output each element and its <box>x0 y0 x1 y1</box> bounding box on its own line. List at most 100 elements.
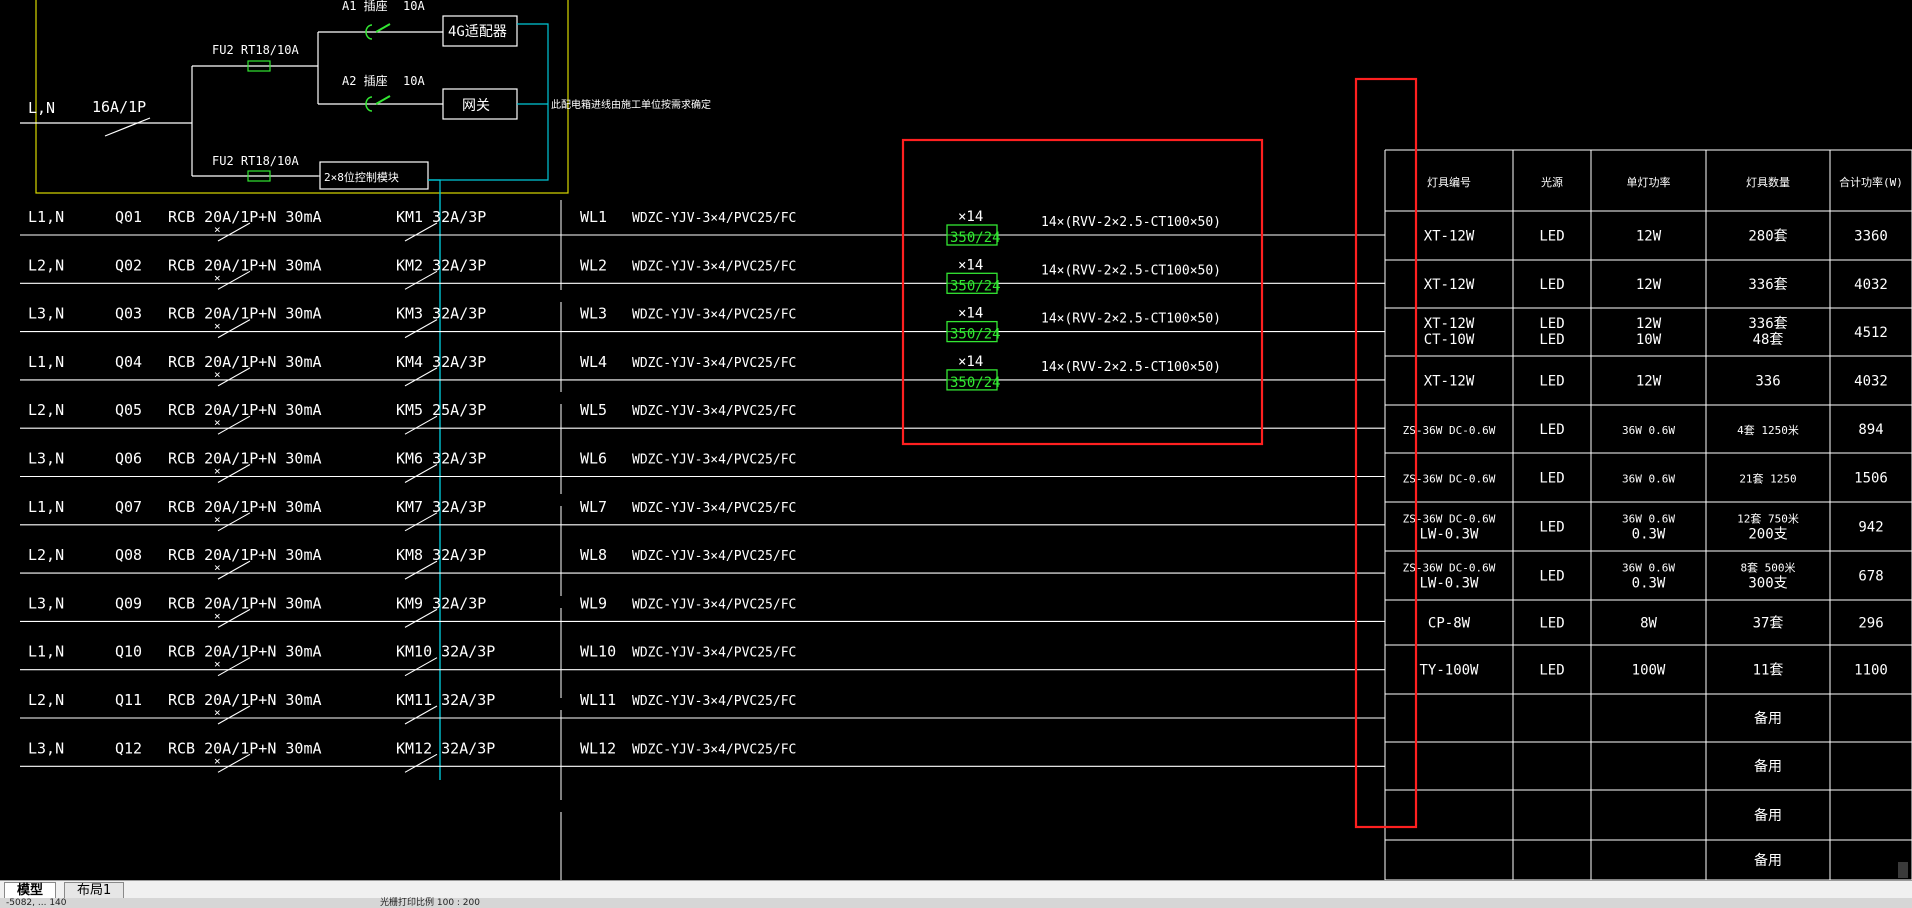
breaker-mark: × <box>214 271 221 284</box>
circuit-contactor: KM4 32A/3P <box>396 353 486 371</box>
table-cell: LED <box>1539 332 1564 348</box>
circuit-phase: L1,N <box>28 643 64 661</box>
circuit-contactor: KM7 32A/3P <box>396 498 486 516</box>
circuit-contactor: KM6 32A/3P <box>396 450 486 468</box>
table-header-cell: 灯具数量 <box>1746 176 1790 189</box>
tab-layout1[interactable]: 布局1 <box>64 882 125 900</box>
table-row: 备用 <box>1754 807 1782 824</box>
breaker-mark: × <box>214 609 221 622</box>
socket-a1-amp: 10A <box>403 0 425 13</box>
circuit-phase: L3,N <box>28 739 64 757</box>
status-coordinates: -5082, ... 140 <box>6 898 67 908</box>
table-cell: CT-10W <box>1424 332 1475 348</box>
table-cell: XT-12W <box>1424 374 1475 390</box>
circuit-phase: L1,N <box>28 498 64 516</box>
socket-a1-label: A1 插座 <box>342 0 388 13</box>
circuit-breaker: RCB 20A/1P+N 30mA <box>168 208 322 226</box>
circuit-contactor: KM11 32A/3P <box>396 691 495 709</box>
converter-multiplier: ×14 <box>958 306 983 322</box>
table-cell: 1506 <box>1854 471 1888 487</box>
table-cell: LED <box>1539 616 1564 632</box>
converter-wire: 14×(RVV-2×2.5-CT100×50) <box>1041 263 1221 278</box>
table-cell: 100W <box>1632 663 1666 679</box>
converter-label: 350/24 <box>950 230 1001 246</box>
cad-drawing-canvas[interactable]: L,N 16A/1P FU2 RT18/10A FU2 RT18/10A A1 … <box>0 0 1912 880</box>
box-gateway: 网关 <box>462 98 490 114</box>
table-cell: XT-12W <box>1424 229 1475 245</box>
sub-panel-note: 此配电箱进线由施工单位按需求确定 <box>551 98 711 111</box>
circuit-breaker: RCB 20A/1P+N 30mA <box>168 691 322 709</box>
breaker-symbol <box>217 608 251 628</box>
fuse-label-1: FU2 RT18/10A <box>212 43 299 57</box>
contactor-symbol <box>404 222 438 242</box>
circuit-cable: WDZC-YJV-3×4/PVC25/FC <box>632 549 796 564</box>
table-cell: LED <box>1539 277 1564 293</box>
contactor-symbol <box>404 608 438 628</box>
circuit-id: Q11 <box>115 691 142 709</box>
layout-tab-bar: 模型 布局1 <box>0 880 1912 900</box>
table-cell: 336套 <box>1748 316 1787 332</box>
circuit-cable: WDZC-YJV-3×4/PVC25/FC <box>632 404 796 419</box>
circuit-cable: WDZC-YJV-3×4/PVC25/FC <box>632 742 796 757</box>
table-cell: ZS-36W DC-0.6W <box>1403 473 1496 486</box>
circuit-cable: WDZC-YJV-3×4/PVC25/FC <box>632 453 796 468</box>
circuit-id: Q04 <box>115 353 142 371</box>
circuit-phase: L1,N <box>28 353 64 371</box>
table-row: 备用 <box>1754 710 1782 727</box>
circuit-contactor: KM8 32A/3P <box>396 546 486 564</box>
circuit-contactor: KM3 32A/3P <box>396 305 486 323</box>
table-cell: 4032 <box>1854 374 1888 390</box>
circuit-id: Q09 <box>115 594 142 612</box>
table-cell: 备用 <box>1754 710 1782 727</box>
contactor-symbol <box>404 560 438 580</box>
circuit-wl: WL1 <box>580 208 607 226</box>
table-cell: LED <box>1539 569 1564 585</box>
breaker-symbol <box>217 222 251 242</box>
status-bar: -5082, ... 140 光栅打印比例 100 : 200 <box>0 898 1912 908</box>
status-plot-scale: 光栅打印比例 100 : 200 <box>380 898 480 908</box>
table-cell: 336 <box>1755 374 1780 390</box>
circuit-wl: WL4 <box>580 353 607 371</box>
circuit-contactor: KM2 32A/3P <box>396 256 486 274</box>
table-cell: 12W <box>1636 374 1662 390</box>
table-cell: XT-12W <box>1424 277 1475 293</box>
box-4g-adapter: 4G适配器 <box>448 24 507 40</box>
table-cell: 12W <box>1636 316 1662 332</box>
vertical-scrollbar[interactable] <box>1898 862 1908 878</box>
table-cell: 4032 <box>1854 277 1888 293</box>
converter-wire: 14×(RVV-2×2.5-CT100×50) <box>1041 215 1221 230</box>
breaker-symbol <box>217 657 251 677</box>
table-header-cell: 光源 <box>1541 175 1563 189</box>
table-cell: 12W <box>1636 277 1662 293</box>
table-cell: 200支 <box>1748 527 1787 543</box>
circuit-wl: WL7 <box>580 498 607 516</box>
table-cell: 36W 0.6W <box>1622 562 1675 575</box>
contactor-symbol <box>404 415 438 435</box>
table-cell: 48套 <box>1753 332 1784 348</box>
top-sub-panel: L,N 16A/1P FU2 RT18/10A FU2 RT18/10A A1 … <box>20 0 711 780</box>
breaker-mark: × <box>214 416 221 429</box>
table-cell: TY-100W <box>1419 663 1479 679</box>
converter-wire: 14×(RVV-2×2.5-CT100×50) <box>1041 312 1221 327</box>
socket-a2-amp: 10A <box>403 74 425 88</box>
contactor-symbol <box>404 753 438 773</box>
circuit-id: Q07 <box>115 498 142 516</box>
circuit-cable: WDZC-YJV-3×4/PVC25/FC <box>632 356 796 371</box>
breaker-symbol <box>217 512 251 532</box>
highlight-table-column <box>1354 77 1418 829</box>
table-row: 备用 <box>1754 758 1782 775</box>
breaker-symbol <box>217 270 251 290</box>
converter-label: 350/24 <box>950 327 1001 343</box>
contactor-symbol <box>404 657 438 677</box>
tab-model[interactable]: 模型 <box>4 882 57 900</box>
table-cell: ZS-36W DC-0.6W <box>1403 513 1496 526</box>
circuit-cable: WDZC-YJV-3×4/PVC25/FC <box>632 308 796 323</box>
